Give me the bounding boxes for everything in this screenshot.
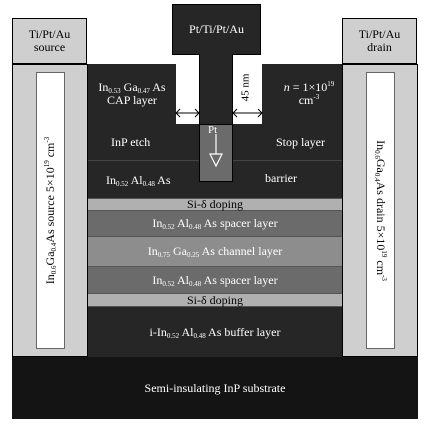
stop-layer-label: Stop layer [276,135,325,149]
spacer-bottom-layer: In0.52 Al0.48 As spacer layer [88,267,342,293]
drain-contact-label: Ti/Pt/Au drain [342,18,417,64]
gate-stem [199,54,233,124]
barrier-right-label: barrier [265,171,297,185]
channel-layer: In0.75 Ga0.25 As channel layer [88,236,342,267]
cap-layer-right: n = 1×1019 cm-3 [262,64,342,124]
substrate-layer: Semi-insulating InP substrate [12,357,418,419]
buffer-layer: i-In0.52 Al0.48 As buffer layer [88,307,342,357]
source-contact-label: Ti/Pt/Au source [12,18,87,64]
si-doping-bottom-layer: Si-δ doping [88,293,342,307]
gate-metal-block: Pt/Ti/Pt/Au [172,4,261,55]
pt-arrow-icon [209,134,223,168]
source-vertical-label: In0.6Ga0.4As source 5×1019 cm-3 [43,136,58,285]
pt-label: Pt [208,124,218,136]
drain-strip [366,72,395,349]
inp-etch-label: InP etch [111,135,151,149]
cap-gap-right [233,64,262,124]
drain-vertical-label: In0.6Ga0.4As drain 5×1019 cm-3 [373,140,388,281]
cap-gap-left [176,64,199,124]
gap-arrows-icon [175,108,263,118]
barrier-left-label: In0.52 Al0.48 As [106,173,171,188]
si-doping-top-layer: Si-δ doping [88,198,342,211]
spacer-top-layer: In0.52 Al0.48 As spacer layer [88,211,342,236]
source-strip [36,72,65,349]
cap-layer-left: In0.53 Ga0.47 As CAP layer [88,64,176,124]
